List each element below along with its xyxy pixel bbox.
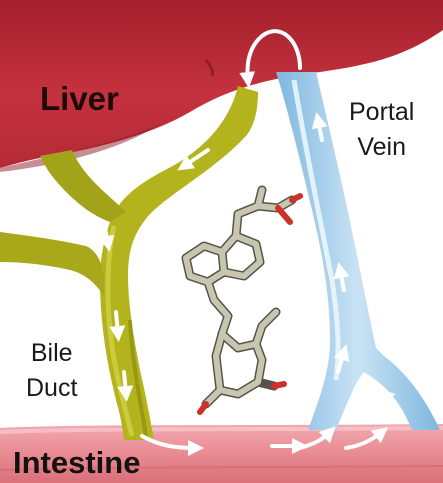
bile-duct-label-line2: Duct: [26, 371, 77, 406]
portal-vein-label: Portal Vein: [349, 95, 414, 165]
arrow-bile-down-3: [116, 312, 118, 334]
liver-label: Liver: [40, 82, 119, 115]
bile-duct-label-line1: Bile: [26, 336, 77, 371]
molecule-model: [186, 190, 300, 412]
bile-duct-label: Bile Duct: [26, 336, 77, 406]
portal-vein-label-line2: Vein: [349, 130, 414, 165]
portal-vein-label-line1: Portal: [349, 95, 414, 130]
intestine-label: Intestine: [13, 447, 140, 478]
arrow-bile-down-4: [124, 372, 126, 394]
arrow-bile-down-2: [104, 222, 108, 244]
